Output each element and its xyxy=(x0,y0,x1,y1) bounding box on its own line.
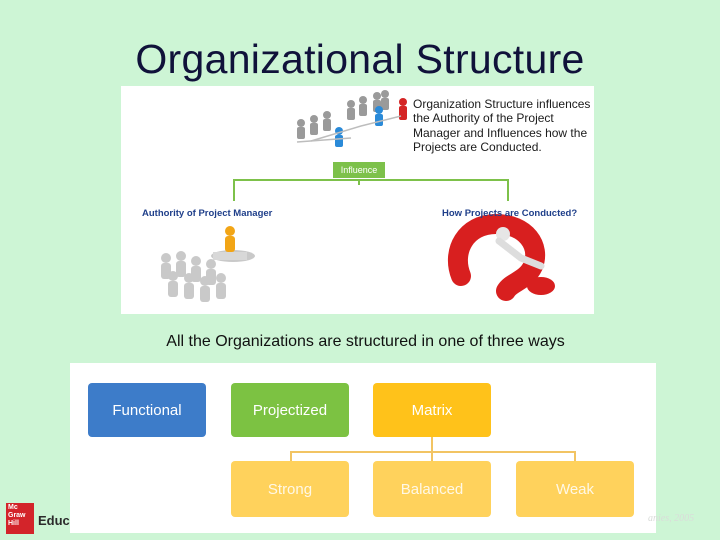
slide-title: Organizational Structure xyxy=(0,36,720,83)
structures-diagram: Functional Projectized Matrix Strong Bal… xyxy=(70,363,656,533)
logo-line: Hill xyxy=(8,520,32,528)
question-mark-icon xyxy=(458,224,555,295)
influence-caption: Organization Structure influences the Au… xyxy=(413,97,595,155)
balanced-connector xyxy=(431,451,433,461)
authority-label: Authority of Project Manager xyxy=(142,208,272,219)
strong-matrix-box: Strong xyxy=(231,461,349,517)
functional-box: Functional xyxy=(88,383,206,437)
weak-matrix-box: Weak xyxy=(516,461,634,517)
matrix-box: Matrix xyxy=(373,383,491,437)
balanced-matrix-box: Balanced xyxy=(373,461,491,517)
influence-label: Influence xyxy=(333,162,385,178)
matrix-branch-line xyxy=(290,451,576,453)
brand-text: Educ xyxy=(38,513,70,528)
strong-connector xyxy=(290,451,292,461)
conducted-label: How Projects are Conducted? xyxy=(442,208,577,219)
structures-subtitle: All the Organizations are structured in … xyxy=(0,333,720,351)
weak-connector xyxy=(574,451,576,461)
projectized-box: Projectized xyxy=(231,383,349,437)
matrix-connector xyxy=(431,437,433,451)
manager-icon xyxy=(213,226,247,260)
publisher-logo: Mc Graw Hill xyxy=(6,503,34,534)
copyright-text: anies, 2005 xyxy=(648,513,694,524)
logo-line: Mc xyxy=(8,504,32,512)
logo-line: Graw xyxy=(8,512,32,520)
